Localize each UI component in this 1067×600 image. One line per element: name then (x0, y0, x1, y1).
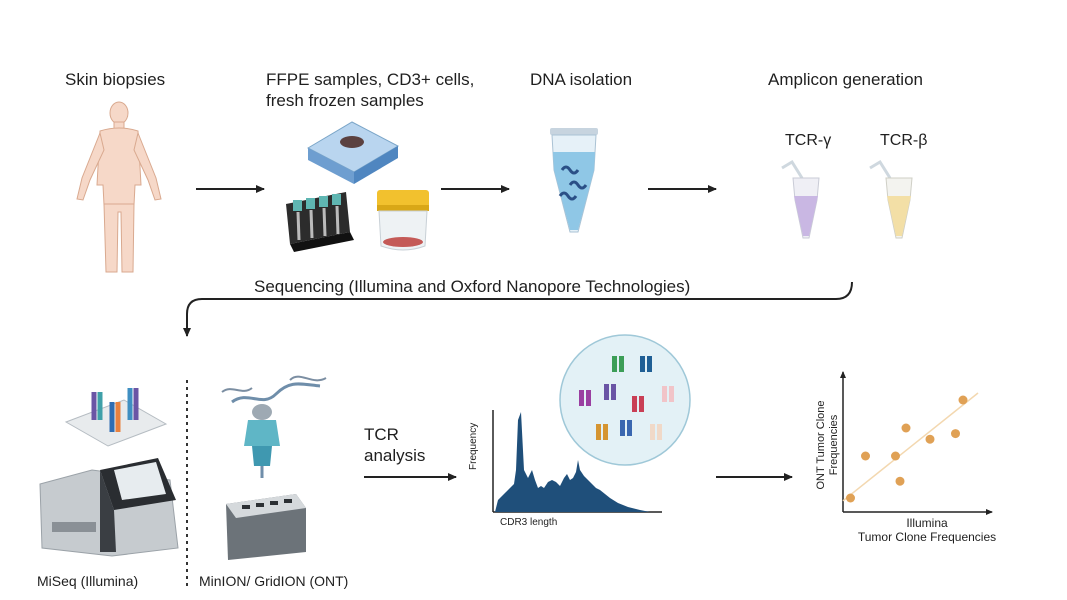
illumina-flowcell-icon (64, 388, 168, 447)
tube-rack-icon (286, 192, 354, 252)
tcr-gamma-tube-icon (781, 159, 820, 239)
sequencing-arrow (183, 281, 853, 337)
label-skin-biopsies: Skin biopsies (65, 70, 166, 89)
tcr-beta-tube-icon (869, 159, 913, 239)
label-dna-isolation: DNA isolation (530, 70, 633, 89)
scatter-point-1 (861, 451, 870, 461)
human-figure-icon (76, 101, 162, 273)
miseq-machine-icon (39, 458, 179, 557)
label-tcr-beta: TCR-β (880, 132, 928, 149)
minion-device-icon (226, 494, 306, 560)
label-tcr-analysis: TCR analysis (364, 425, 426, 465)
scatter-point-0 (846, 493, 855, 503)
label-sequencing: Sequencing (Illumina and Oxford Nanopore… (254, 277, 691, 296)
histogram-y-label: Frequency (468, 422, 479, 470)
ffpe-slide-icon (306, 121, 400, 184)
scatter-point-6 (951, 429, 960, 439)
specimen-jar-icon (377, 190, 429, 251)
label-samples: FFPE samples, CD3+ cells, fresh frozen s… (266, 70, 475, 110)
scatter-plot (840, 371, 993, 515)
tcr-repertoire-circle (559, 334, 691, 466)
scatter-point-5 (925, 434, 935, 444)
scatter-y-label: ONT Tumor Clone Frequencies (815, 400, 840, 490)
scatter-point-2 (891, 451, 900, 461)
label-amplicon-generation: Amplicon generation (768, 70, 923, 89)
scatter-x-label: Illumina Tumor Clone Frequencies (857, 516, 997, 544)
label-miseq: MiSeq (Illumina) (37, 573, 139, 589)
histogram-area (495, 412, 650, 512)
dna-tube-icon (550, 128, 598, 233)
scatter-point-3 (895, 476, 905, 486)
histogram-x-label: CDR3 length (500, 517, 558, 528)
scatter-point-7 (958, 395, 968, 405)
scatter-trendline (842, 392, 979, 502)
nanopore-icon (221, 375, 327, 478)
label-tcr-gamma: TCR-γ (785, 132, 832, 149)
label-minion: MinION/ GridION (ONT) (199, 573, 349, 589)
cdr3-histogram (492, 410, 662, 513)
scatter-point-4 (901, 423, 911, 433)
